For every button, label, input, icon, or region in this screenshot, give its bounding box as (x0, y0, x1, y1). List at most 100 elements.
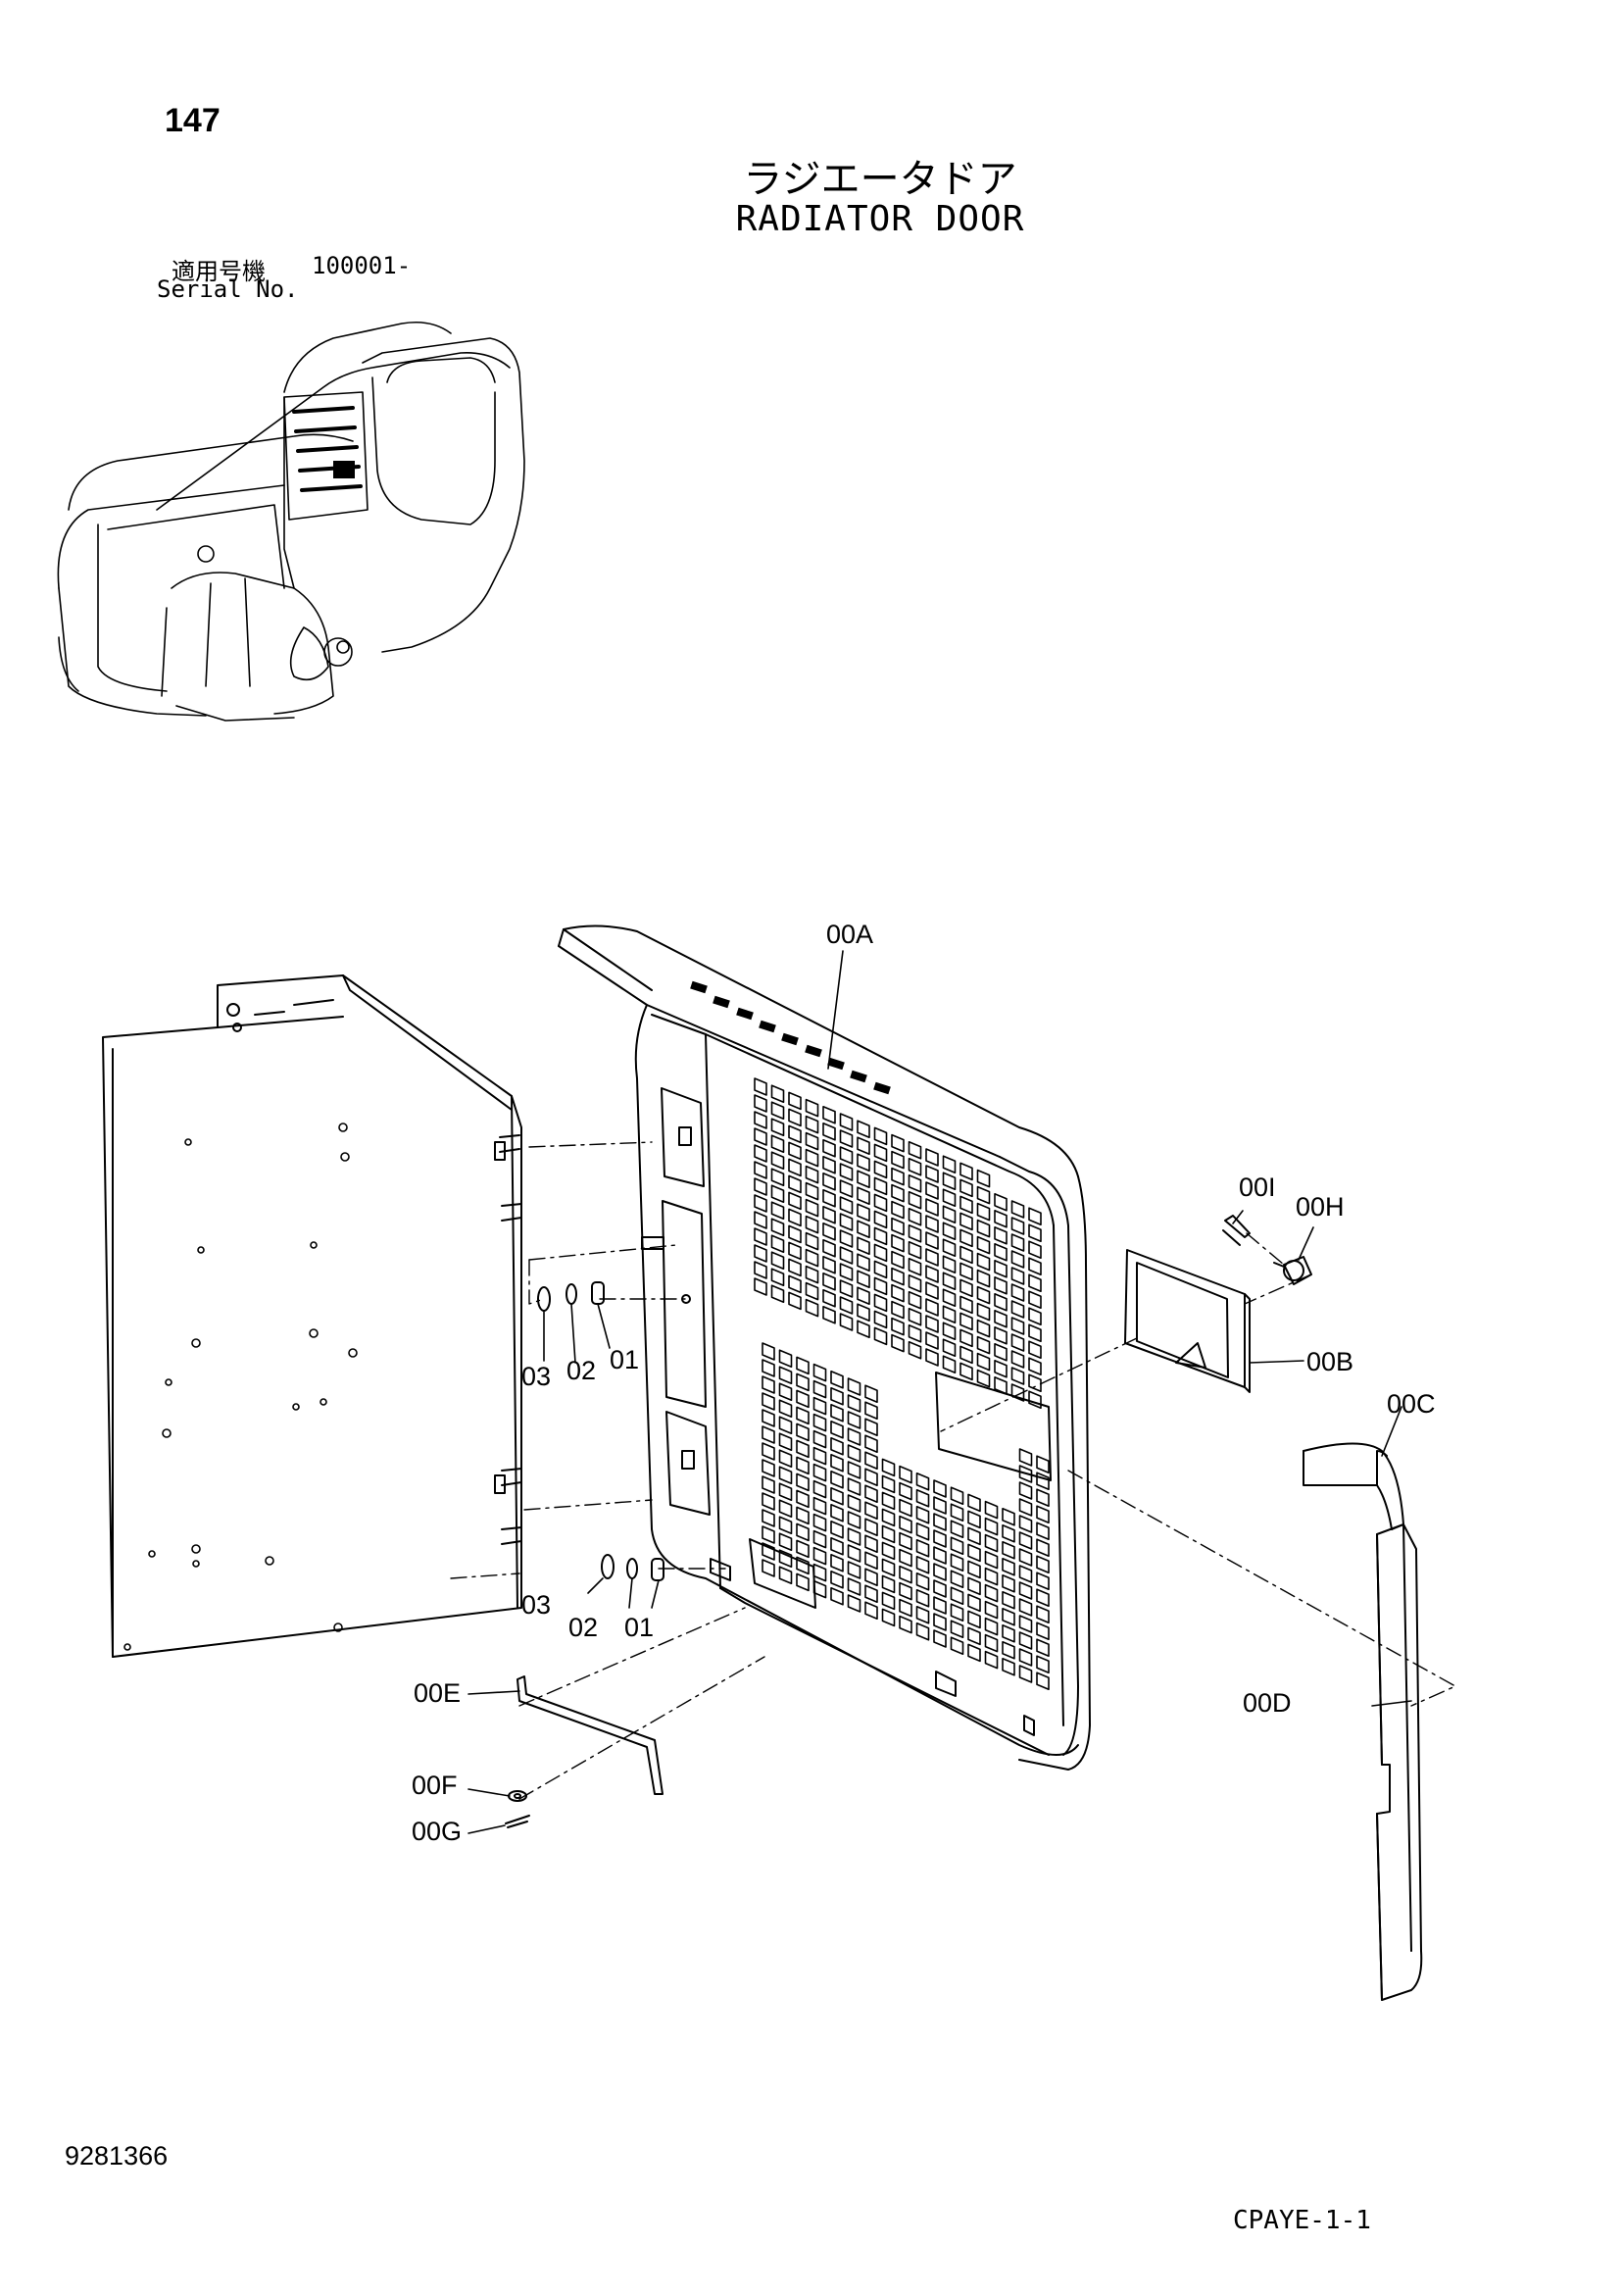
grille-opening (864, 1501, 878, 1520)
grille-opening (864, 1451, 878, 1470)
grille-opening (891, 1250, 905, 1270)
grille-opening (881, 1458, 896, 1477)
grille-opening (1028, 1223, 1042, 1242)
grille-opening (994, 1260, 1008, 1278)
grille-opening (796, 1389, 810, 1409)
grille-opening (1018, 1515, 1033, 1533)
page-number: 147 (165, 102, 221, 139)
grille-opening (805, 1198, 819, 1218)
grille-opening (908, 1291, 922, 1310)
grille-opening (839, 1113, 854, 1131)
grille-opening (908, 1341, 922, 1360)
grille-opening (1002, 1608, 1015, 1626)
grille-opening (754, 1177, 767, 1196)
grille-opening (762, 1509, 775, 1527)
callout-upper-seal: 00C (1387, 1389, 1436, 1419)
grille-opening (899, 1565, 912, 1584)
grille-opening (959, 1345, 973, 1365)
grille-opening (908, 1241, 922, 1260)
grille-opening (805, 1215, 819, 1234)
grille-opening (857, 1120, 870, 1138)
grille-opening (778, 1432, 793, 1451)
grille-opening (891, 1267, 905, 1286)
grille-opening (933, 1496, 947, 1515)
grille-opening (1018, 1531, 1033, 1550)
grille-opening (1010, 1200, 1025, 1219)
grille-opening (942, 1322, 957, 1340)
grille-opening (1018, 1498, 1033, 1517)
grille-opening (908, 1158, 922, 1176)
grille-opening (1036, 1538, 1050, 1557)
grille-opening (839, 1229, 854, 1248)
grille-opening (1028, 1373, 1042, 1392)
grille-opening (1002, 1574, 1015, 1593)
grille-opening (796, 1456, 810, 1475)
grille-opening (796, 1489, 810, 1509)
grille-opening (770, 1134, 785, 1153)
grille-opening (959, 1328, 973, 1348)
grille-opening (881, 1524, 896, 1544)
grille-opening (805, 1298, 819, 1318)
grille-opening (857, 1236, 870, 1255)
grille-opening (908, 1258, 922, 1276)
grille-opening (908, 1274, 922, 1293)
grille-opening (908, 1191, 922, 1210)
grille-opening (1028, 1240, 1042, 1259)
grille-opening (770, 1101, 785, 1120)
grille-opening (864, 1518, 878, 1536)
callout-lockwasher-upper: 03 (521, 1362, 552, 1391)
grille-opening (933, 1513, 947, 1531)
grille-opening (812, 1579, 827, 1599)
grille-opening (788, 1141, 802, 1161)
grille-opening (857, 1286, 870, 1305)
grille-opening (857, 1303, 870, 1322)
grille-opening (891, 1317, 905, 1336)
grille-opening (1018, 1465, 1033, 1483)
grille-opening (864, 1534, 878, 1553)
grille-opening (994, 1193, 1008, 1212)
grille-opening (1002, 1624, 1015, 1643)
grille-opening (864, 1384, 878, 1403)
callout-bolt-upper: 01 (610, 1345, 640, 1374)
grille-opening (796, 1356, 810, 1375)
grille-opening (778, 1416, 793, 1434)
callout-door-panel: 00A (826, 920, 874, 949)
grille-opening (762, 1392, 775, 1411)
title-english: RADIATOR DOOR (735, 199, 1025, 239)
grille-opening (796, 1406, 810, 1425)
grille-opening (788, 1108, 802, 1127)
grille-opening (1002, 1591, 1015, 1610)
grille-opening (881, 1474, 896, 1494)
grille-opening (873, 1260, 888, 1279)
grille-opening (942, 1355, 957, 1373)
grille-opening (933, 1613, 947, 1631)
grille-opening (847, 1561, 861, 1579)
grille-opening (805, 1281, 819, 1301)
grille-opening (873, 1160, 888, 1179)
grille-opening (942, 1255, 957, 1273)
title-japanese: ラジエータドア (743, 157, 1017, 202)
grille-opening (770, 1118, 785, 1136)
grille-opening (984, 1533, 999, 1553)
upper-seal (1303, 1442, 1404, 1530)
grille-opening (812, 1513, 827, 1532)
grille-opening (1010, 1317, 1025, 1335)
grille-opening (788, 1124, 802, 1144)
callout-washer: 00F (412, 1771, 458, 1800)
grille-opening (812, 1429, 827, 1449)
hardware-lower (601, 1554, 664, 1581)
grille-opening (908, 1308, 922, 1326)
grille-opening (754, 1194, 767, 1213)
grille-opening (857, 1253, 870, 1272)
grille-opening (857, 1270, 870, 1288)
serial-label-japanese: 適用号機 (172, 258, 266, 285)
grille-opening (857, 1153, 870, 1172)
grille-opening (822, 1123, 836, 1141)
grille-opening (762, 1542, 775, 1561)
grille-opening (984, 1583, 999, 1603)
grille-opening (908, 1208, 922, 1226)
grille-opening (1036, 1605, 1050, 1623)
grille-opening (891, 1300, 905, 1320)
grille-opening (950, 1520, 964, 1538)
grille-opening (1018, 1581, 1033, 1600)
